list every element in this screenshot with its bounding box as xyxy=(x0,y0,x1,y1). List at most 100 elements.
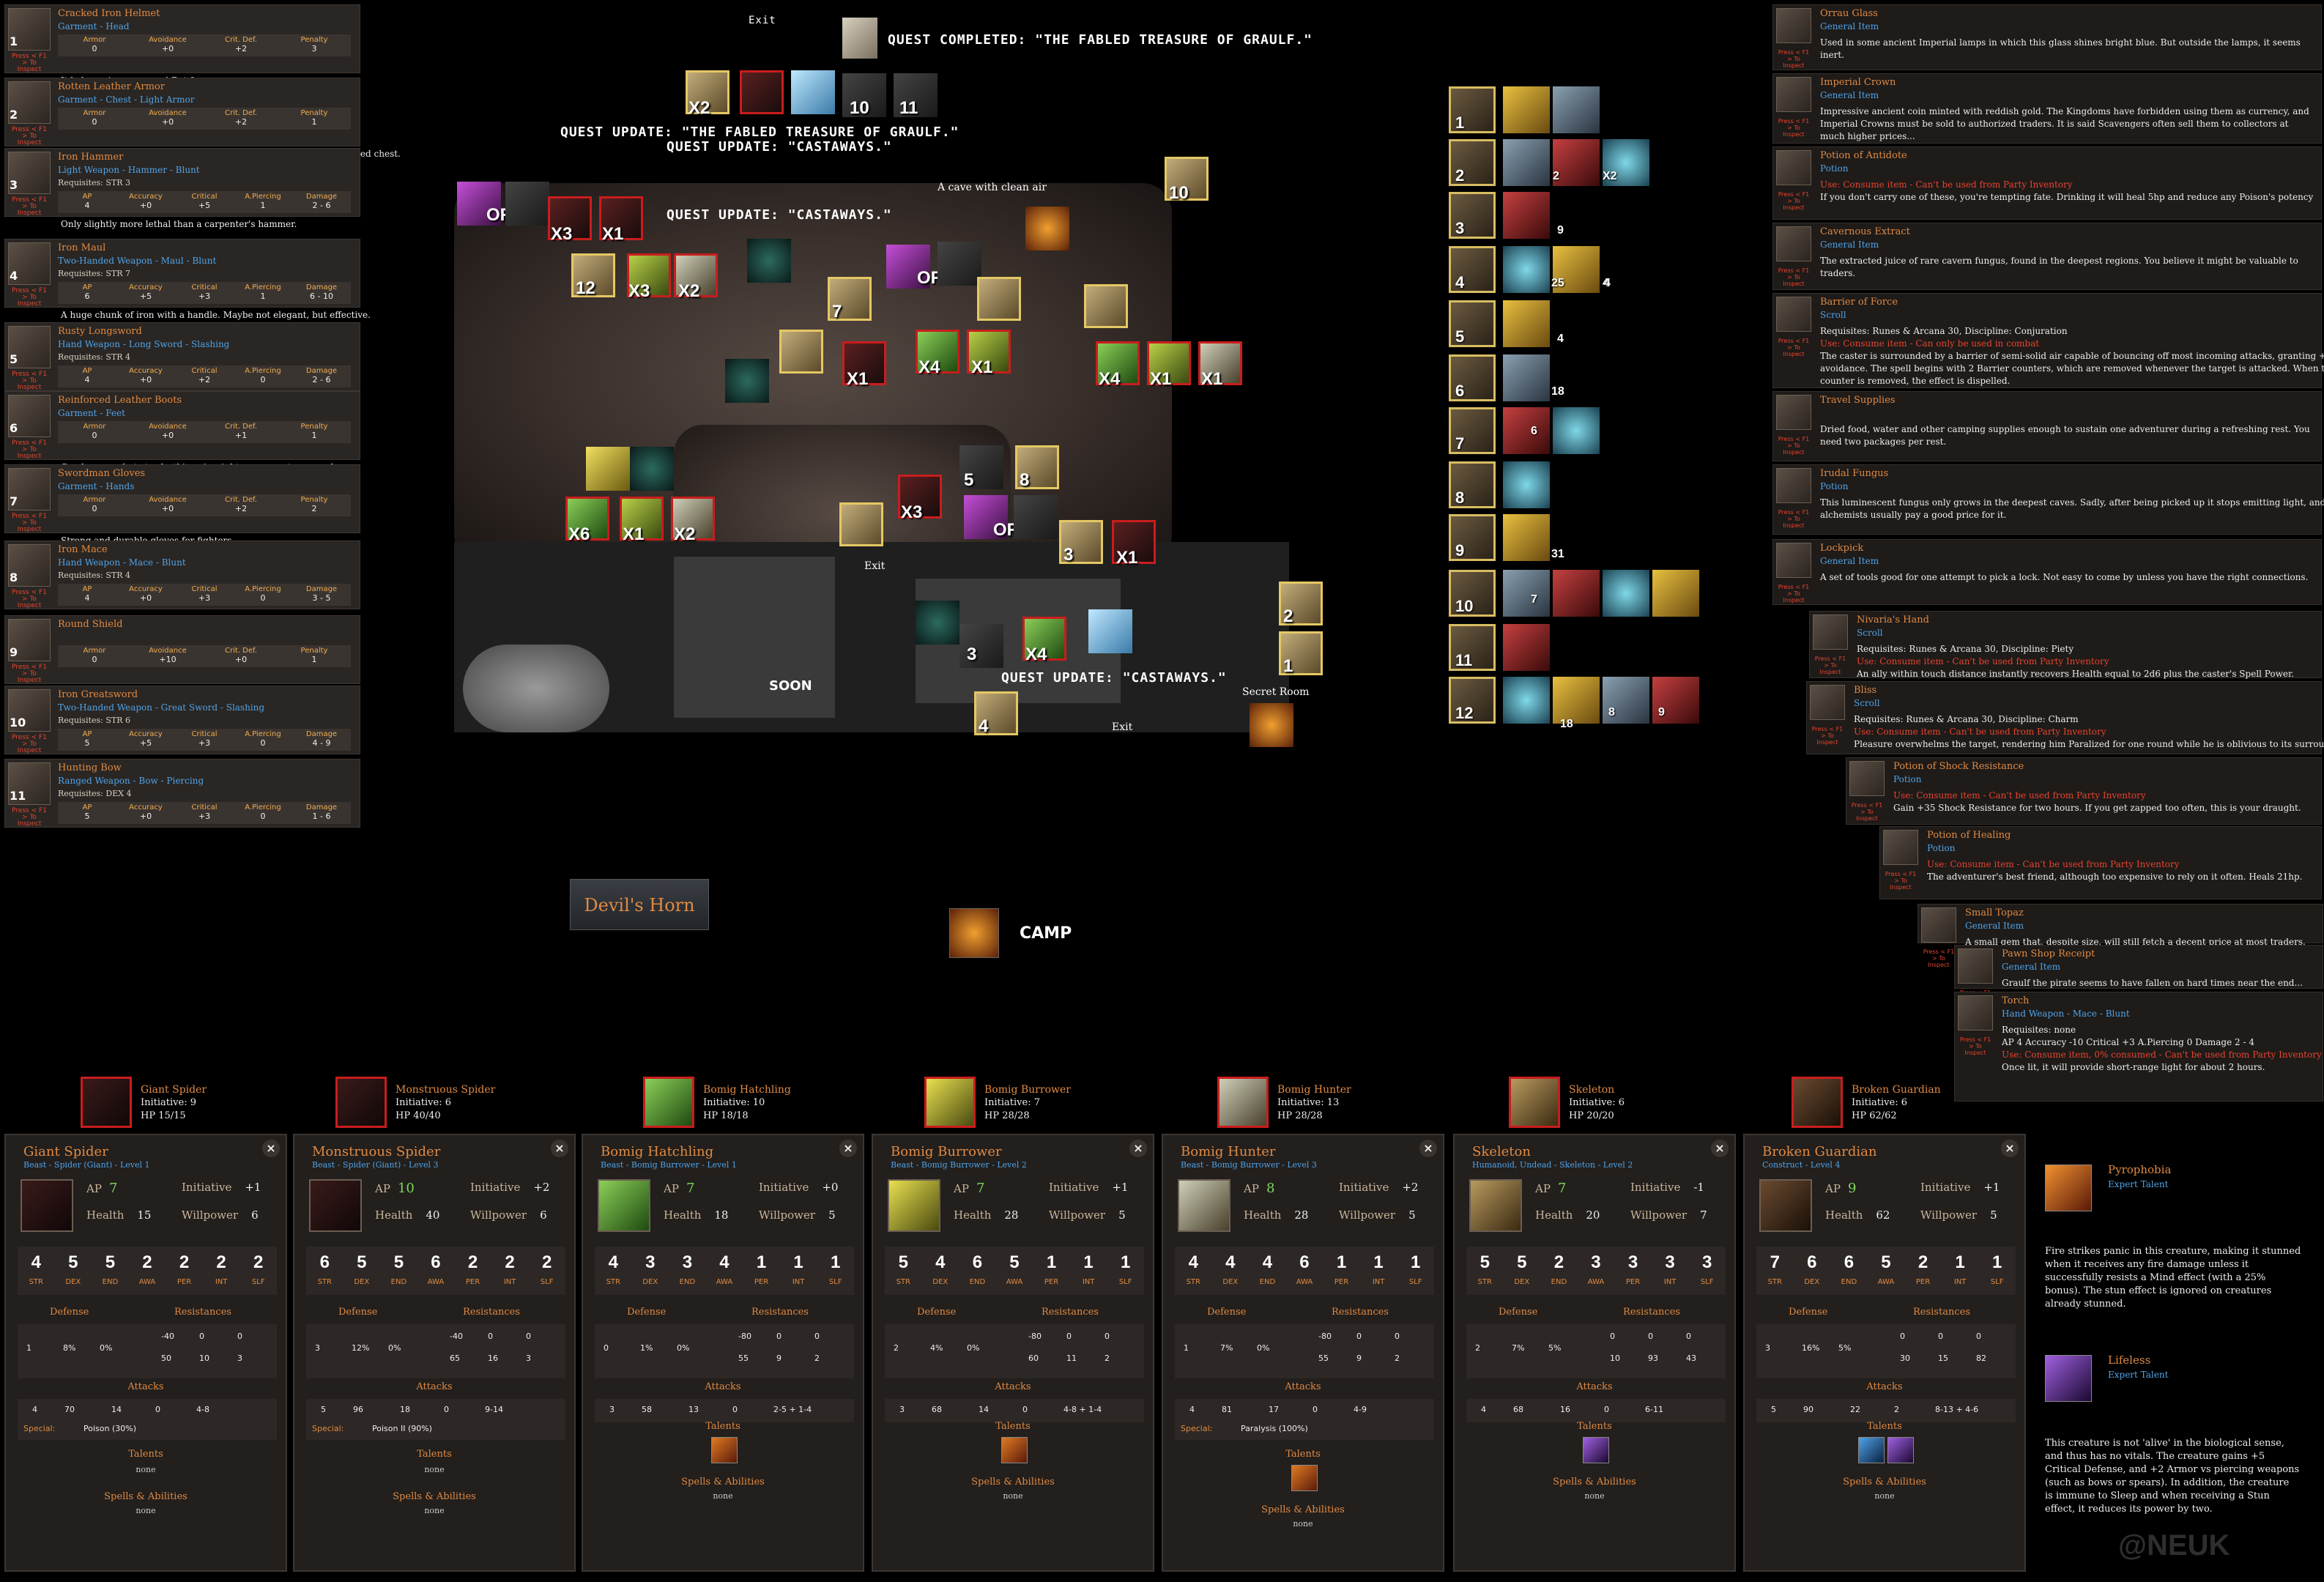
inventory-item-icon[interactable] xyxy=(1503,570,1550,617)
inventory-row-12[interactable]: 12 xyxy=(1449,677,1496,724)
inventory-item-icon[interactable] xyxy=(1503,514,1550,561)
inventory-row-5[interactable]: 5 xyxy=(1449,300,1496,347)
inventory-row-6[interactable]: 6 xyxy=(1449,354,1496,401)
loot-marker[interactable] xyxy=(1279,631,1323,675)
topaz-icon[interactable] xyxy=(586,447,630,491)
pyrophobia-icon[interactable] xyxy=(1001,1437,1028,1463)
inventory-row-1[interactable]: 1 xyxy=(1449,86,1496,133)
pyrophobia-icon[interactable] xyxy=(711,1437,738,1463)
skull-icon[interactable] xyxy=(1583,1437,1609,1463)
travel-supplies-icon[interactable] xyxy=(505,182,549,226)
bomig-hunter-marker[interactable] xyxy=(674,253,718,297)
bomig-hunter-marker[interactable] xyxy=(671,497,715,541)
inventory-item-icon[interactable] xyxy=(1603,570,1649,617)
bomig-marker[interactable] xyxy=(916,330,959,374)
hammer-icon[interactable] xyxy=(959,624,1003,668)
loot-marker[interactable] xyxy=(1015,445,1059,489)
inventory-item-icon[interactable] xyxy=(1652,677,1699,724)
inventory-item-icon[interactable] xyxy=(1652,570,1699,617)
loot-marker[interactable] xyxy=(1279,582,1323,625)
close-icon[interactable]: × xyxy=(1129,1140,1147,1157)
close-icon[interactable]: × xyxy=(551,1140,568,1157)
shield-icon[interactable] xyxy=(1858,1437,1885,1463)
spider-marker[interactable] xyxy=(842,341,886,385)
pyrophobia-icon[interactable] xyxy=(1291,1465,1318,1491)
loot-marker[interactable] xyxy=(779,330,823,374)
inventory-item-icon[interactable] xyxy=(1503,677,1550,724)
inventory-item-icon[interactable] xyxy=(1503,407,1550,454)
inventory-item-icon[interactable] xyxy=(1553,570,1600,617)
loot-marker[interactable] xyxy=(1165,157,1209,201)
loot-marker[interactable] xyxy=(571,253,615,297)
inventory-item-icon[interactable] xyxy=(1503,246,1550,293)
loot-marker[interactable] xyxy=(839,502,883,546)
inventory-item-icon[interactable] xyxy=(1553,407,1600,454)
close-icon[interactable]: × xyxy=(262,1140,280,1157)
inventory-item-icon[interactable] xyxy=(1503,86,1550,133)
inventory-item-icon[interactable] xyxy=(1503,354,1550,401)
potion-icon[interactable] xyxy=(964,495,1008,539)
fungus-icon[interactable] xyxy=(747,239,791,283)
close-icon[interactable]: × xyxy=(839,1140,857,1157)
inventory-item-icon[interactable] xyxy=(1603,139,1649,186)
inventory-item-icon[interactable] xyxy=(1503,139,1550,186)
orrau-glass-icon[interactable] xyxy=(1088,609,1132,653)
sword-icon[interactable] xyxy=(959,445,1003,489)
close-icon[interactable]: × xyxy=(1419,1140,1437,1157)
skull-icon[interactable] xyxy=(1887,1437,1914,1463)
loot-marker[interactable] xyxy=(1059,520,1103,564)
inventory-row-3[interactable]: 3 xyxy=(1449,192,1496,239)
fungus-icon[interactable] xyxy=(916,601,959,645)
item-detail-card[interactable]: Press < F1 > To InspectPawn Shop Receipt… xyxy=(1954,945,2323,1009)
inventory-row-8[interactable]: 8 xyxy=(1449,461,1496,508)
campfire-icon[interactable] xyxy=(1250,703,1293,747)
potion-icon[interactable] xyxy=(886,245,930,289)
fungus-icon[interactable] xyxy=(630,447,674,491)
potion-icon[interactable] xyxy=(457,182,501,226)
close-icon[interactable]: × xyxy=(1711,1140,1729,1157)
inventory-row-2[interactable]: 2 xyxy=(1449,139,1496,186)
inventory-item-icon[interactable] xyxy=(1503,300,1550,347)
inventory-row-10[interactable]: 10 xyxy=(1449,570,1496,617)
inventory-item-icon[interactable] xyxy=(1503,192,1550,239)
bomig-marker[interactable] xyxy=(1147,341,1191,385)
loot-marker[interactable] xyxy=(974,691,1018,735)
inventory-item-icon[interactable] xyxy=(1553,677,1600,724)
inventory-item-icon[interactable] xyxy=(1553,246,1600,293)
inventory-row-7[interactable]: 7 xyxy=(1449,407,1496,454)
travel-supplies-icon[interactable] xyxy=(1014,495,1058,539)
spider-marker[interactable] xyxy=(599,196,643,240)
inventory-item-icon[interactable] xyxy=(1603,677,1649,724)
fungus-icon[interactable] xyxy=(725,359,769,403)
bomig-marker[interactable] xyxy=(967,330,1011,374)
bomig-marker[interactable] xyxy=(1022,617,1066,661)
bow-icon[interactable] xyxy=(894,73,938,117)
